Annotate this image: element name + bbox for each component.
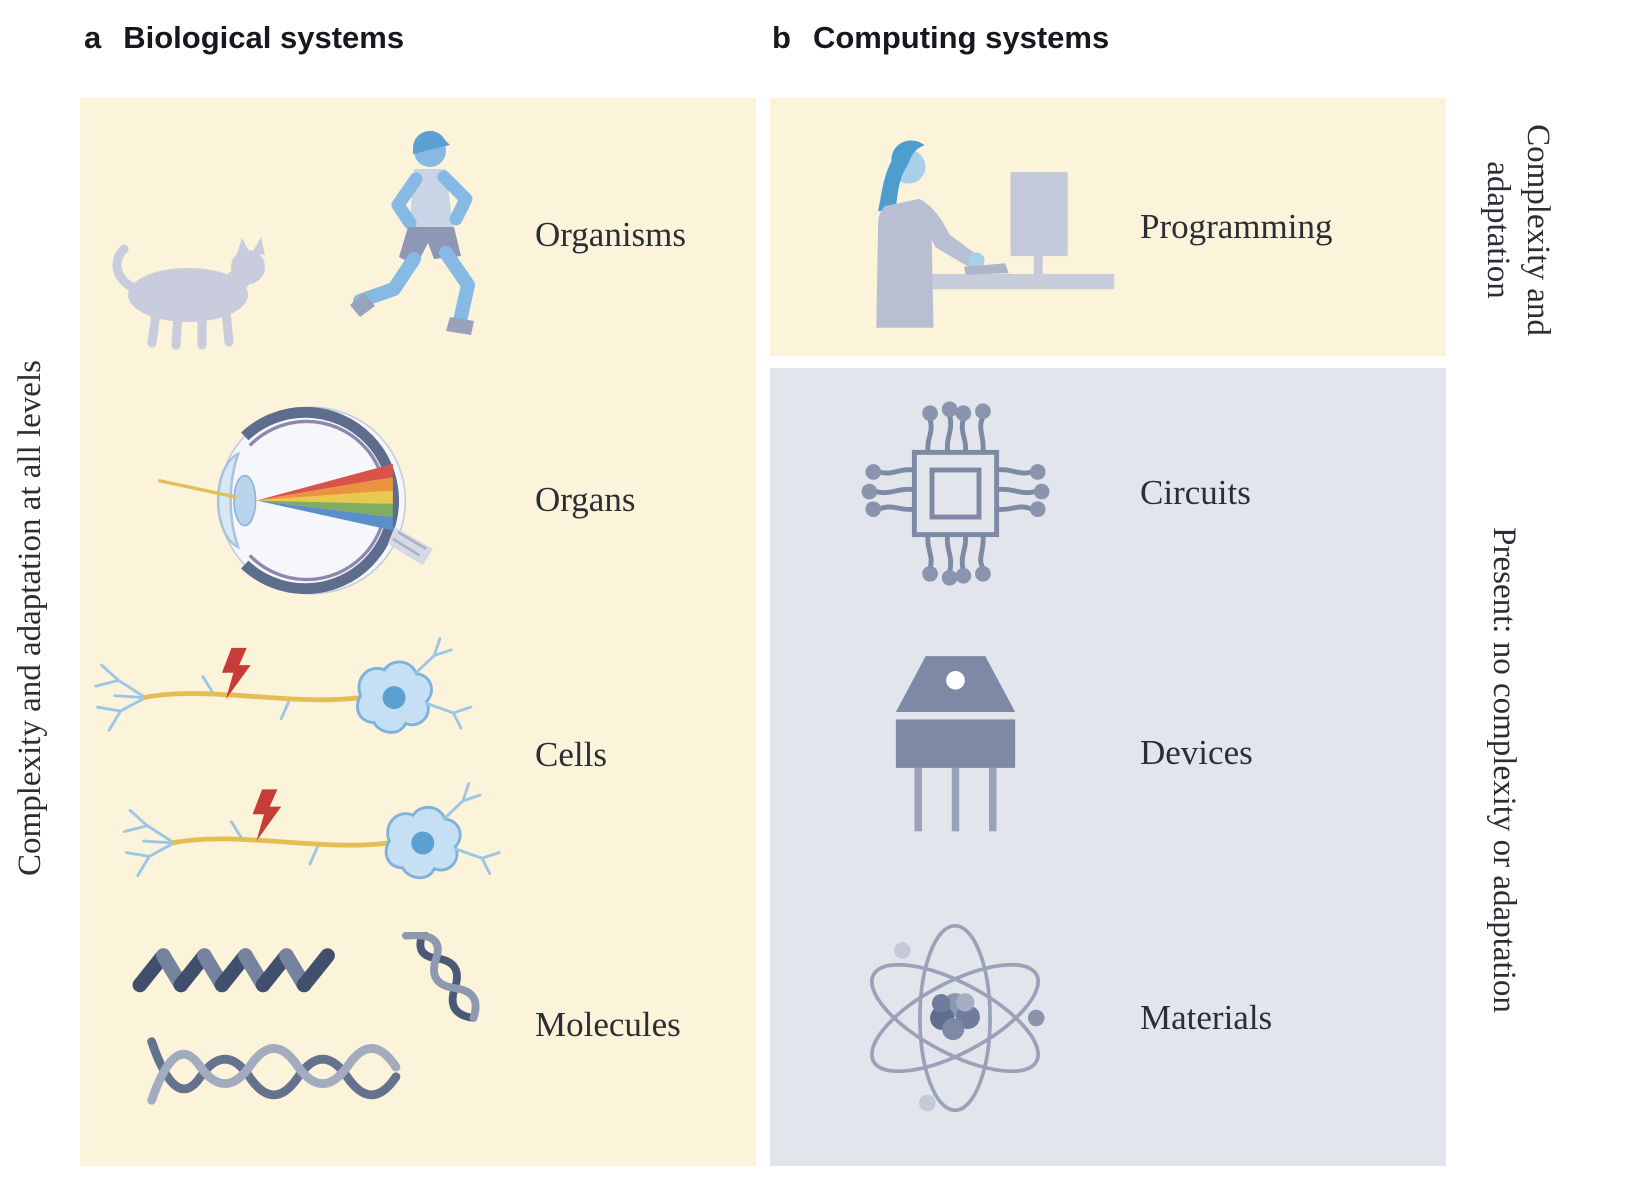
row-organisms: Organisms <box>80 110 756 360</box>
molecules-label: Molecules <box>535 1005 681 1044</box>
row-cells: Cells <box>80 605 756 905</box>
panel-b-top-background: Programming <box>770 98 1446 356</box>
microchip-icon <box>770 376 1140 611</box>
neurons-icon <box>80 602 535 908</box>
body-icon <box>876 198 977 328</box>
row-devices: Devices <box>770 638 1446 868</box>
electron <box>894 942 911 959</box>
dna-helix-icon <box>146 1037 400 1105</box>
person-at-computer-icon <box>770 120 1140 335</box>
panel-b-title: Computing systems <box>812 20 1110 55</box>
panel-a-background: Organisms <box>80 98 756 1166</box>
row-materials: Materials <box>770 903 1446 1133</box>
cat-and-runner-icon <box>80 115 535 355</box>
row-circuits: Circuits <box>770 378 1446 608</box>
row-molecules: Molecules <box>80 932 756 1118</box>
electron <box>919 1094 936 1112</box>
devices-label: Devices <box>1140 733 1253 772</box>
panel-b-top-side-label-line2: adaptation <box>1480 161 1516 299</box>
alpha-helix-icon <box>132 948 335 993</box>
nucleus <box>930 993 980 1041</box>
hair-icon <box>878 140 925 211</box>
materials-label: Materials <box>1140 998 1273 1037</box>
panel-a-letter: a <box>84 20 102 55</box>
dna-fragment-icon <box>401 932 480 1022</box>
panel-b-bottom-background: Circuits Devices <box>770 368 1446 1166</box>
programming-label: Programming <box>1140 207 1333 246</box>
lightning-bolt-icon <box>252 789 281 842</box>
runner-icon <box>349 130 475 335</box>
lightning-bolt-icon <box>221 647 251 700</box>
organs-label: Organs <box>535 480 636 519</box>
transistor-icon <box>770 641 1140 865</box>
panel-a-title: Biological systems <box>123 20 405 55</box>
monitor-icon <box>1010 171 1068 256</box>
row-organs: Organs <box>80 375 756 625</box>
panel-b-top-side-label-line1: Complexity and <box>1520 124 1556 336</box>
cells-label: Cells <box>535 735 607 774</box>
desk-icon <box>919 273 1115 289</box>
hand-icon <box>968 252 985 269</box>
circuits-label: Circuits <box>1140 473 1251 512</box>
panel-b-top-side-label: Complexity and adaptation <box>1478 85 1558 375</box>
panel-b-letter: b <box>772 20 791 55</box>
panel-b-bottom-side-label: Present: no complexity or adaptation <box>1486 527 1522 1013</box>
electron <box>1027 1009 1045 1027</box>
protein-and-dna-icon <box>80 932 535 1118</box>
cat-icon <box>112 237 265 350</box>
atom-icon <box>770 898 1140 1138</box>
row-programming: Programming <box>770 98 1446 356</box>
organisms-label: Organisms <box>535 215 687 254</box>
panel-a-header: a Biological systems <box>84 20 404 56</box>
keyboard-icon <box>963 262 1009 275</box>
panel-a-side-label: Complexity and adaptation at all levels <box>12 360 48 876</box>
panel-b-header: b Computing systems <box>772 20 1109 56</box>
eye-cross-section-icon <box>80 384 535 617</box>
